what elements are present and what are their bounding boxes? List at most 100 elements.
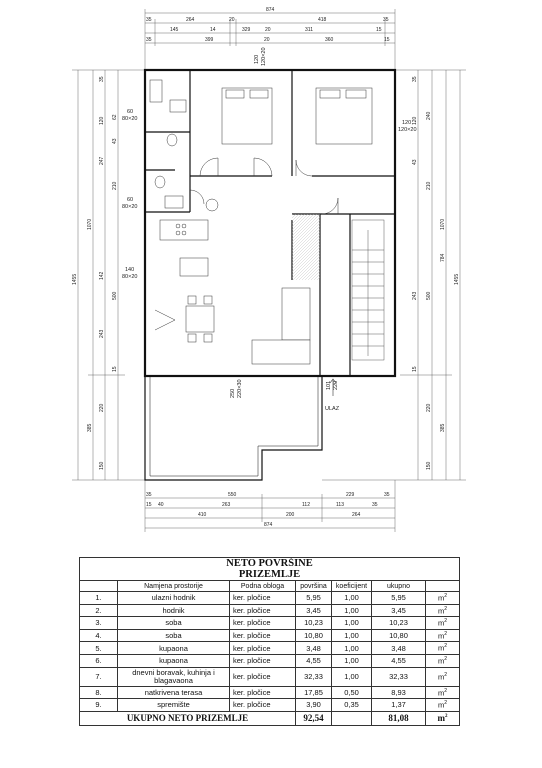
row-number: 4. xyxy=(79,628,118,643)
window-label-3: 140 80×20 xyxy=(122,267,137,280)
svg-text:15: 15 xyxy=(384,37,390,43)
room-area: 10,80 xyxy=(295,628,332,643)
room-name: ulazni hodnik xyxy=(117,591,230,605)
sofa xyxy=(251,287,311,365)
entrance-door-label: 101 220 xyxy=(326,381,339,390)
bottom-dimension-lines xyxy=(144,480,396,532)
net-area-table: NETO POVRŠINE PRIZEMLJE Namjena prostori… xyxy=(78,557,461,726)
svg-text:40: 40 xyxy=(158,502,164,508)
terrace-door-mark xyxy=(154,309,176,331)
svg-text:200: 200 xyxy=(286,512,295,518)
row-number: 1. xyxy=(79,591,118,605)
svg-text:550: 550 xyxy=(228,492,237,498)
svg-text:20: 20 xyxy=(264,37,270,43)
svg-text:220: 220 xyxy=(99,403,105,412)
floor-finish: ker. pločice xyxy=(229,641,296,655)
svg-text:120×20: 120×20 xyxy=(398,127,417,133)
svg-text:43: 43 xyxy=(112,138,118,144)
svg-text:20: 20 xyxy=(265,27,271,33)
room-name: soba xyxy=(117,616,230,630)
table-sum-row: UKUPNO NETO PRIZEMLJE 92,54 81,08 m2 xyxy=(79,710,461,726)
coefficient: 1,00 xyxy=(331,666,372,687)
svg-text:60: 60 xyxy=(127,197,133,203)
svg-text:145: 145 xyxy=(170,27,179,33)
room-area: 5,95 xyxy=(295,591,332,605)
header-cell: koeficijent xyxy=(331,580,372,592)
left-dimension-lines xyxy=(72,69,145,481)
area-unit: m2 xyxy=(424,685,461,700)
right-mid-dim: 1070 xyxy=(440,219,446,230)
door-swings xyxy=(189,157,339,215)
room-total: 32,33 xyxy=(371,666,426,687)
header-cell: ukupno xyxy=(371,580,426,592)
area-unit: m2 xyxy=(424,666,461,687)
svg-text:15: 15 xyxy=(412,366,418,372)
svg-text:35: 35 xyxy=(372,502,378,508)
svg-text:15: 15 xyxy=(376,27,382,33)
row-number: 2. xyxy=(79,603,118,618)
bottom-row3-dims: 410 200 264 xyxy=(198,512,361,518)
sum-unit: m2 xyxy=(424,710,461,726)
room-total: 1,37 xyxy=(371,698,426,712)
coefficient: 1,00 xyxy=(331,603,372,618)
floor-finish: ker. pločice xyxy=(229,628,296,643)
coefficient: 0,35 xyxy=(331,698,372,712)
sum-total: 81,08 xyxy=(371,710,426,726)
floor-finish: ker. pločice xyxy=(229,653,296,668)
svg-text:220×30: 220×30 xyxy=(237,379,243,398)
row-number: 6. xyxy=(79,653,118,668)
svg-text:15: 15 xyxy=(112,366,118,372)
svg-text:418: 418 xyxy=(318,17,327,23)
left-mid-dim: 385 xyxy=(87,423,93,432)
svg-text:500: 500 xyxy=(112,291,118,300)
bathroom-fixtures xyxy=(149,79,219,212)
svg-text:35: 35 xyxy=(383,17,389,23)
top-row3-dims: 35 399 20 360 15 xyxy=(146,37,390,43)
table-title-row: NETO POVRŠINE PRIZEMLJE xyxy=(78,557,461,581)
area-unit: m2 xyxy=(424,591,461,605)
svg-text:120×20: 120×20 xyxy=(261,47,267,66)
beds xyxy=(221,87,373,145)
svg-text:140: 140 xyxy=(125,267,134,273)
row-number: 5. xyxy=(79,641,118,655)
svg-text:220: 220 xyxy=(426,403,432,412)
svg-text:35: 35 xyxy=(412,76,418,82)
entrance-arrow-icon xyxy=(329,378,337,396)
floor-finish: ker. pločice xyxy=(229,603,296,618)
left-outer-dim: 1455 xyxy=(72,274,78,285)
row-number: 8. xyxy=(79,685,118,700)
kitchen xyxy=(159,219,209,277)
room-total: 5,95 xyxy=(371,591,426,605)
svg-text:101: 101 xyxy=(326,381,332,390)
coefficient: 1,00 xyxy=(331,653,372,668)
room-area: 17,85 xyxy=(295,685,332,700)
svg-text:120: 120 xyxy=(412,116,418,125)
bottom-row2-dims: 15 40 263 112 113 35 xyxy=(146,502,378,508)
top-window-label: 120 120×20 xyxy=(254,47,267,66)
svg-text:243: 243 xyxy=(412,291,418,300)
svg-text:784: 784 xyxy=(440,253,446,262)
room-name: spremište xyxy=(117,698,230,712)
room-total: 3,48 xyxy=(371,641,426,655)
top-row2-dims: 145 14 329 20 311 15 xyxy=(170,27,382,33)
floor-finish: ker. pločice xyxy=(229,685,296,700)
room-total: 4,55 xyxy=(371,653,426,668)
room-name: dnevni boravak, kuhinja i blagavaona xyxy=(117,666,230,687)
right-fine-dims: 35 120 43 243 15 xyxy=(412,76,418,372)
svg-text:150: 150 xyxy=(99,461,105,470)
room-name: natkrivena terasa xyxy=(117,685,230,700)
top-dimension-lines xyxy=(144,9,396,70)
room-area: 3,48 xyxy=(295,641,332,655)
svg-text:113: 113 xyxy=(336,502,344,508)
row-number: 9. xyxy=(79,698,118,712)
area-unit: m2 xyxy=(424,698,461,712)
coefficient: 1,00 xyxy=(331,616,372,630)
room-total: 8,93 xyxy=(371,685,426,700)
svg-text:112: 112 xyxy=(302,502,310,508)
header-cell: Podna obloga xyxy=(229,580,296,592)
